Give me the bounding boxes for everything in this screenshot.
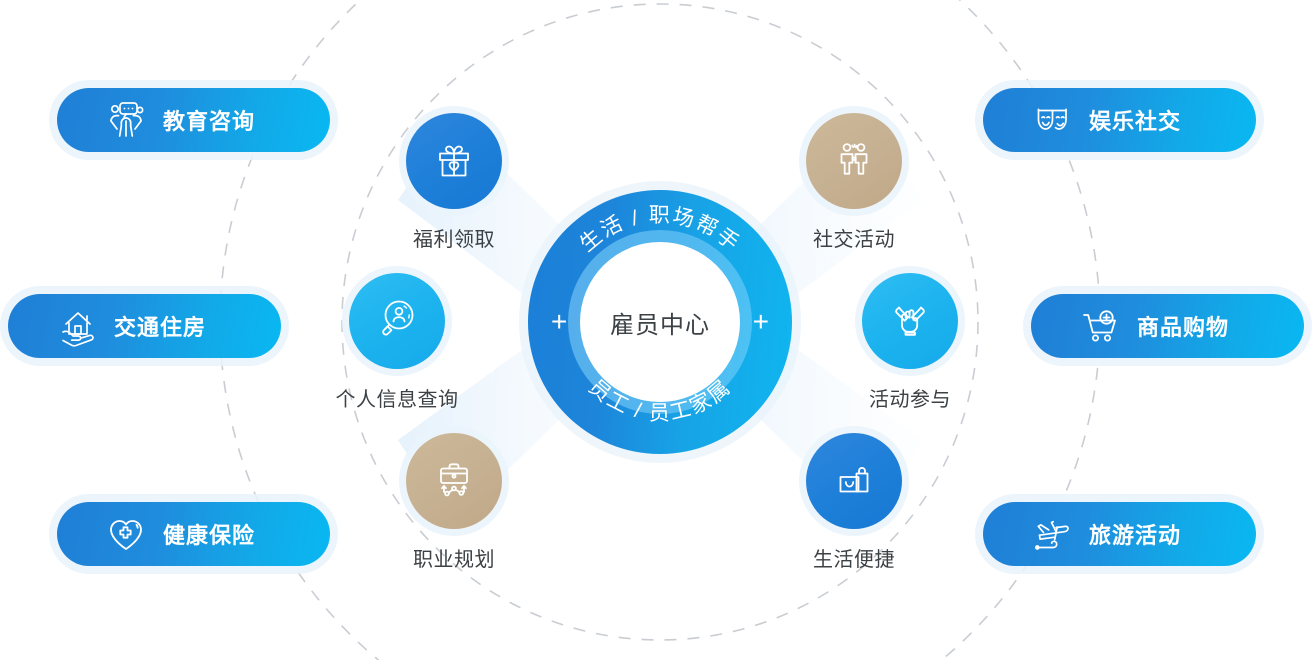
education-consult-icon [103, 97, 149, 143]
node-circle[interactable] [406, 113, 502, 209]
pill-label: 旅游活动 [1089, 523, 1182, 548]
node-life-convenience[interactable]: 生活便捷 [779, 433, 929, 572]
node-welfare[interactable]: 福利领取 [379, 113, 529, 252]
shopping-bags-icon [830, 455, 878, 508]
gift-heart-icon [430, 135, 478, 188]
heart-cross-icon [103, 511, 149, 557]
house-in-hand-icon [54, 303, 100, 349]
airplane-icon [1029, 511, 1075, 557]
hub-bottom-arc-text: 员工 / 员工家属 [584, 375, 735, 425]
briefcase-path-icon [430, 455, 478, 508]
pill-label: 商品购物 [1137, 315, 1230, 340]
node-circle[interactable] [349, 273, 445, 369]
node-circle[interactable] [862, 273, 958, 369]
node-label: 福利领取 [413, 229, 495, 251]
pill-label: 教育咨询 [163, 109, 256, 134]
node-activity-participation[interactable]: 活动参与 [835, 273, 985, 412]
central-hub[interactable]: 雇员中心 + + 生活 / 职场帮手 员工 / 员工家属 [519, 181, 801, 463]
node-personal-info-query[interactable]: 个人信息查询 [322, 273, 472, 412]
pill-education-consult[interactable]: 教育咨询 [57, 88, 330, 152]
node-circle[interactable] [406, 433, 502, 529]
pill-transport-housing[interactable]: 交通住房 [8, 294, 281, 358]
pill-goods-shopping[interactable]: 商品购物 [1031, 294, 1304, 358]
hands-together-icon [886, 295, 934, 348]
pill-travel-activity[interactable]: 旅游活动 [983, 502, 1256, 566]
node-label: 生活便捷 [813, 549, 895, 571]
hub-top-arc-text: 生活 / 职场帮手 [576, 204, 745, 256]
pill-health-insurance[interactable]: 健康保险 [57, 502, 330, 566]
person-search-icon [373, 295, 421, 348]
node-career-planning[interactable]: 职业规划 [379, 433, 529, 572]
node-label: 职业规划 [413, 549, 495, 571]
node-label: 活动参与 [869, 389, 951, 411]
node-social-activity[interactable]: 社交活动 [779, 113, 929, 252]
pill-entertainment-social[interactable]: 娱乐社交 [983, 88, 1256, 152]
two-people-talk-icon [830, 135, 878, 188]
pill-label: 健康保险 [163, 523, 256, 548]
pill-label: 娱乐社交 [1089, 109, 1182, 134]
node-circle[interactable] [806, 433, 902, 529]
cart-plus-icon [1077, 303, 1123, 349]
theater-masks-icon [1029, 97, 1075, 143]
node-circle[interactable] [806, 113, 902, 209]
node-label: 个人信息查询 [335, 389, 459, 411]
hub-arc-labels: 生活 / 职场帮手 员工 / 员工家属 [576, 204, 745, 425]
node-label: 社交活动 [813, 229, 895, 251]
pill-label: 交通住房 [114, 315, 207, 340]
